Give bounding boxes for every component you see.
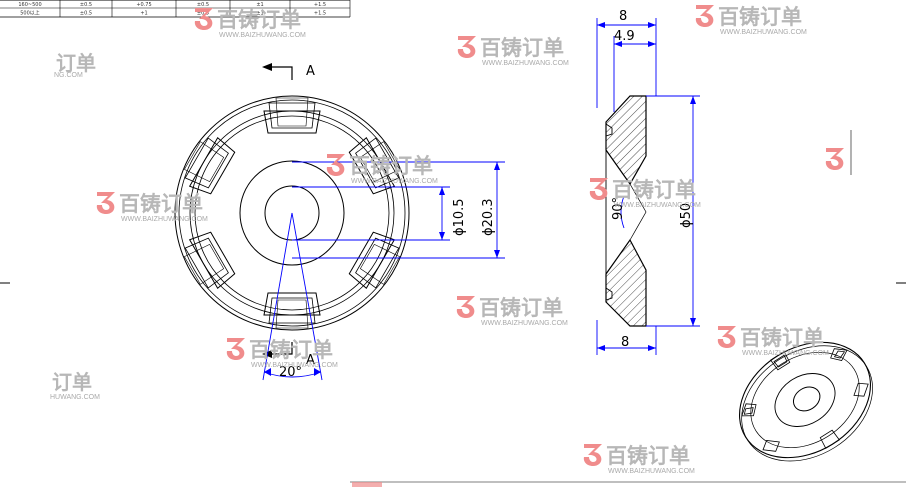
brand-logo-icon [589,178,608,200]
brand-logo-icon [825,148,844,170]
svg-text:订单: 订单 [56,51,96,75]
table-cell: +0.75 [136,2,151,8]
countersink-circle [239,160,345,266]
front-view: A A ϕ10.5 ϕ20.3 [174,63,505,381]
section-label-bottom: A [306,353,315,368]
brand-logo-icon [326,154,345,176]
svg-text:WWW.BAIZHUWANG.COM: WWW.BAIZHUWANG.COM [351,178,438,185]
dim-rib-angle: 20° [279,365,302,380]
watermark: 百铸订单 WWW.BAIZHUWANG.COM [96,192,208,223]
svg-text:百铸订单: 百铸订单 [349,154,433,178]
svg-text:百铸订单: 百铸订单 [479,296,563,320]
svg-text:NG.COM: NG.COM [54,72,83,79]
svg-text:百铸订单: 百铸订单 [119,192,203,216]
svg-text:百铸订单: 百铸订单 [606,444,690,468]
section-marker-bottom: A [262,342,315,368]
rib [263,292,321,329]
svg-text:WWW.BAIZHUWANG.COM: WWW.BAIZHUWANG.COM [481,320,568,327]
watermark: 百铸订单 WWW.BAIZHUWANG.COM [695,5,807,36]
brand-logo-icon [194,8,213,30]
svg-text:百铸订单: 百铸订单 [740,326,824,350]
brand-logo-icon [457,36,476,58]
dim-section-width-top: 8 [619,9,627,24]
section-view: 8 4.9 90° ϕ50 8 [596,9,700,355]
brand-logo-fragment [352,482,382,487]
table-cell: +1 [140,11,147,17]
svg-text:WWW.BAIZHUWANG.COM: WWW.BAIZHUWANG.COM [121,216,208,223]
svg-text:百铸订单: 百铸订单 [249,338,333,362]
watermark: 百铸订单 WWW.BAIZHUWANG.COM [717,326,829,357]
svg-text:WWW.BAIZHUWANG.COM: WWW.BAIZHUWANG.COM [251,362,338,369]
watermark: 百铸订单 WWW.BAIZHUWANG.COM [589,178,701,209]
outer-edge-circle [174,95,410,331]
brand-logo-icon [695,5,714,27]
svg-text:WWW.BAIZHUWANG.COM: WWW.BAIZHUWANG.COM [742,350,829,357]
rib [183,136,236,195]
svg-text:百铸订单: 百铸订单 [612,178,696,202]
rib [263,97,321,134]
dim-section-angle: 90° [611,197,626,220]
section-marker-top: A [262,63,315,80]
dim-section-width-bottom: 8 [621,335,629,350]
brand-logo-icon [583,444,602,466]
table-cell: ±0.5 [197,2,209,8]
svg-text:WWW.BAIZHUWANG.COM: WWW.BAIZHUWANG.COM [219,32,306,39]
dim-outer-diameter: ϕ20.3 [481,198,496,236]
table-cell: ±0.5 [197,11,209,17]
rib [348,231,401,290]
svg-text:WWW.BAIZHUWANG.COM: WWW.BAIZHUWANG.COM [720,29,807,36]
section-body-bottom [605,238,647,327]
brand-logo-icon [96,192,115,214]
dim-inner-diameter: ϕ10.5 [452,198,467,236]
svg-text:百铸订单: 百铸订单 [718,5,802,29]
isometric-view [739,341,873,462]
frame-marks [0,130,906,483]
table-cell: 500以上 [20,10,40,17]
table-cell: ±0.5 [80,2,92,8]
watermark-partial: 订单 NG.COM [54,51,96,79]
svg-text:WWW.BAIZHUWANG.COM: WWW.BAIZHUWANG.COM [608,468,695,475]
watermark: 百铸订单 WWW.BAIZHUWANG.COM [456,296,568,327]
watermark: 百铸订单 WWW.BAIZHUWANG.COM [326,154,438,185]
watermarks: 百铸订单 WWW.BAIZHUWANG.COM 百铸订单 WWW.BAIZHUW… [50,5,844,487]
section-body-top [605,95,647,186]
brand-logo-icon [717,326,736,348]
watermark: 百铸订单 WWW.BAIZHUWANG.COM [194,8,306,39]
table-cell: ±1 [256,2,263,8]
table-cell: 160~500 [18,2,41,8]
rib [183,231,236,290]
front-dimensions [262,161,505,381]
watermark: 百铸订单 WWW.BAIZHUWANG.COM [457,36,569,67]
rib [348,136,401,195]
brand-logo-icon [226,338,245,360]
svg-text:百铸订单: 百铸订单 [480,36,564,60]
table-cell: +1.5 [314,11,326,17]
watermark: 百铸订单 WWW.BAIZHUWANG.COM [583,444,695,475]
dim-section-diameter: ϕ50 [679,203,694,228]
ribs [183,97,401,329]
svg-text:WWW.BAIZHUWANG.COM: WWW.BAIZHUWANG.COM [482,60,569,67]
table-cell: +1.5 [314,2,326,8]
tolerance-table: 160~500 ±0.5 +0.75 ±0.5 ±1 +1.5 500以上 ±0… [0,0,351,18]
svg-text:HUWANG.COM: HUWANG.COM [50,394,100,401]
table-cell: ±0.5 [80,11,92,17]
watermark-partial: 订单 HUWANG.COM [50,370,100,401]
section-label-top: A [306,64,315,79]
table-cell: ±1 [256,11,263,17]
rib-ring-circle-2 [194,115,390,311]
outer-edge-circle-2 [178,99,406,327]
svg-text:百铸订单: 百铸订单 [217,8,301,32]
svg-text:WWW.BAIZHUWANG.COM: WWW.BAIZHUWANG.COM [614,202,701,209]
svg-text:订单: 订单 [52,370,92,394]
brand-logo-icon [456,296,475,318]
watermark: 百铸订单 WWW.BAIZHUWANG.COM [226,338,338,369]
dim-section-depth: 4.9 [614,29,635,44]
